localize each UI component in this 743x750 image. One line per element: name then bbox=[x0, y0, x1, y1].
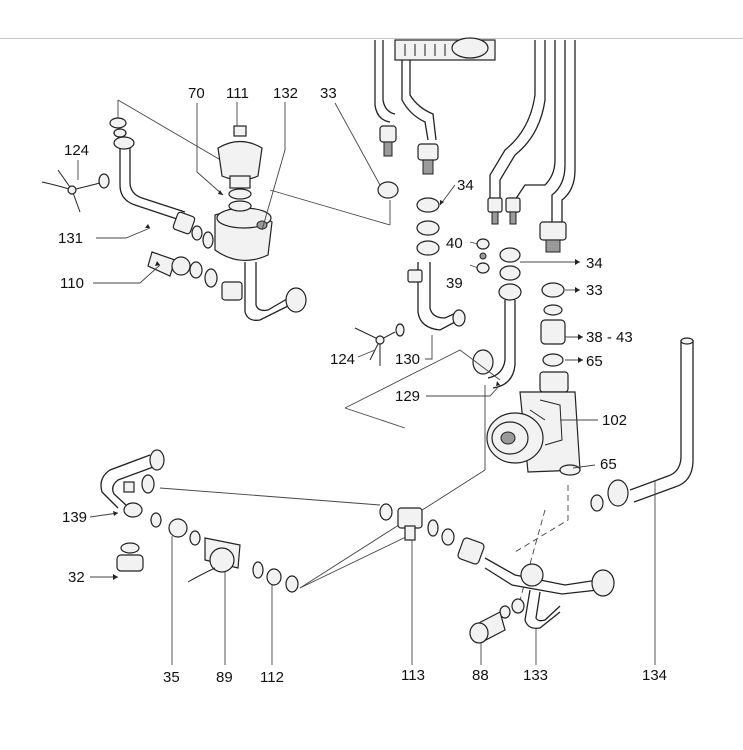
label-33-top: 33 bbox=[320, 85, 337, 102]
label-34-lower: 34 bbox=[586, 255, 603, 272]
label-89: 89 bbox=[216, 669, 233, 686]
label-139: 139 bbox=[62, 509, 87, 526]
label-113: 113 bbox=[401, 667, 425, 684]
label-132: 132 bbox=[273, 85, 298, 102]
top-separator bbox=[0, 0, 743, 39]
label-38-43: 38 - 43 bbox=[586, 329, 633, 346]
label-33-right: 33 bbox=[586, 282, 603, 299]
label-65-upper: 65 bbox=[586, 353, 603, 370]
label-39: 39 bbox=[446, 275, 463, 292]
label-131: 131 bbox=[58, 230, 83, 247]
part-number-labels: 70 111 132 33 124 34 131 40 34 110 39 33… bbox=[58, 85, 667, 686]
label-134: 134 bbox=[642, 667, 667, 684]
label-133: 133 bbox=[523, 667, 548, 684]
circulator-pump bbox=[486, 391, 581, 476]
label-129: 129 bbox=[395, 388, 420, 405]
label-34-upper: 34 bbox=[457, 177, 474, 194]
label-130: 130 bbox=[395, 351, 420, 368]
bypass-assembly bbox=[41, 99, 391, 321]
label-102: 102 bbox=[602, 412, 627, 429]
label-35: 35 bbox=[163, 669, 180, 686]
label-32: 32 bbox=[68, 569, 85, 586]
label-110: 110 bbox=[60, 275, 84, 292]
label-124-right: 124 bbox=[330, 351, 355, 368]
label-88: 88 bbox=[472, 667, 489, 684]
label-111: 111 bbox=[226, 85, 249, 102]
bottom-hydraulic-assembly bbox=[100, 337, 694, 644]
label-65-lower: 65 bbox=[600, 456, 617, 473]
label-124-left: 124 bbox=[64, 142, 89, 159]
label-112: 112 bbox=[260, 669, 284, 686]
label-40: 40 bbox=[446, 235, 463, 252]
leader-arrowheads bbox=[113, 190, 583, 580]
label-70: 70 bbox=[188, 85, 205, 102]
heat-exchanger-pipes bbox=[354, 37, 576, 393]
leader-lines bbox=[77, 102, 656, 665]
